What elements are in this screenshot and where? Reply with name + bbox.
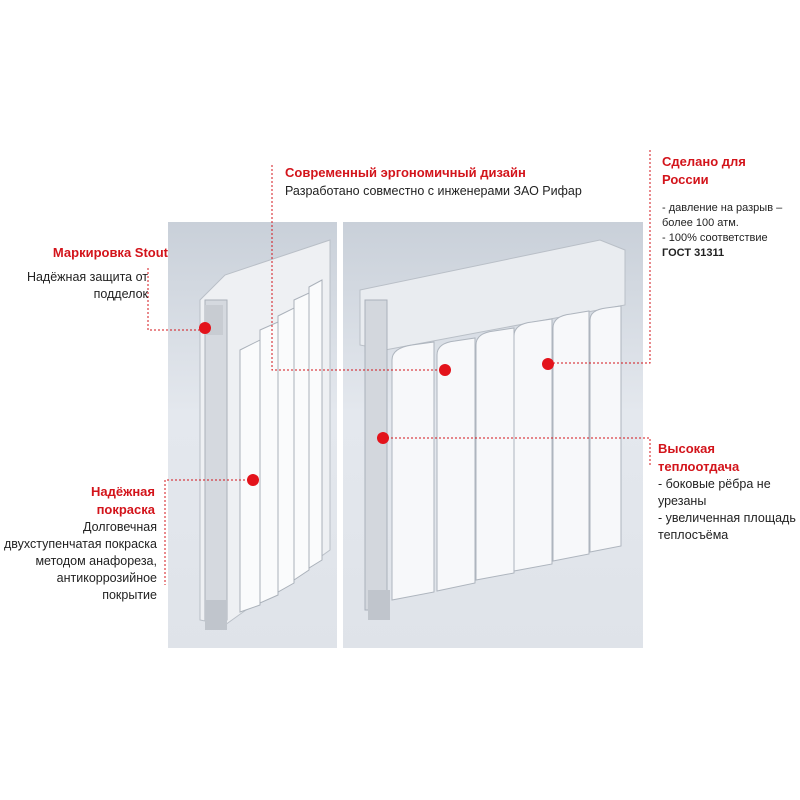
paint-title: Надёжная покраска <box>91 484 155 517</box>
heat-line2: - увеличенная площадь теплосъёма <box>658 511 796 542</box>
russia-title: Сделано для России <box>662 154 746 187</box>
marker-paint <box>247 474 259 486</box>
heat-title: Высокая теплоотдача <box>658 441 740 474</box>
marking-title: Маркировка Stout <box>52 245 168 260</box>
marker-heat <box>377 432 389 444</box>
paint-text: Долговечная двухступенчатая покраска мет… <box>3 520 157 602</box>
radiator-right <box>359 239 626 620</box>
radiator-left <box>199 239 331 630</box>
russia-line1: - давление на разрыв – более 100 атм. <box>662 202 783 229</box>
russia-gost: ГОСТ 31311 <box>662 247 725 259</box>
callout-markers <box>199 322 554 486</box>
marking-text: Надёжная защита от подделок <box>26 270 148 301</box>
russia-line2-prefix: - 100% соответствие <box>662 232 768 244</box>
design-title: Современный эргономичный дизайн <box>285 165 526 180</box>
heat-line1: - боковые рёбра не урезаны <box>658 477 771 508</box>
russia-line2: - 100% соответствие ГОСТ 31311 <box>662 231 792 261</box>
heat-text: - боковые рёбра не урезаны - увеличенная… <box>658 476 798 544</box>
marker-russia <box>542 358 554 370</box>
callout-lines <box>147 150 651 585</box>
russia-text: - давление на разрыв – более 100 атм. - … <box>662 201 792 261</box>
design-text: Разработано совместно с инженерами ЗАО Р… <box>285 184 582 198</box>
marker-marking <box>199 322 211 334</box>
marker-design <box>439 364 451 376</box>
